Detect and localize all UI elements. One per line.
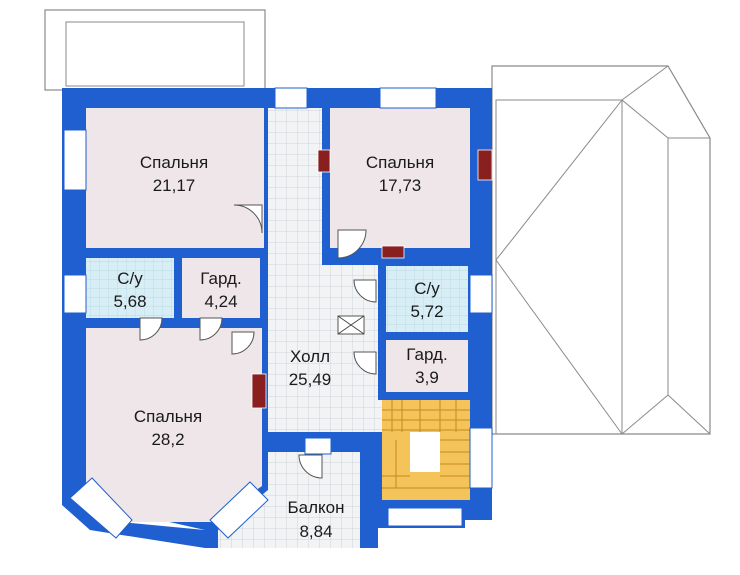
hall-floor (268, 108, 470, 432)
wardrobe-2-name: Гард. (406, 345, 447, 364)
bedroom-2-name: Спальня (366, 153, 434, 172)
room-wardrobe-2 (386, 340, 468, 392)
bedroom-3-area: 28,2 (151, 430, 184, 449)
hall-area: 25,49 (289, 370, 332, 389)
windows (63, 87, 493, 539)
chimneys (251, 149, 493, 409)
hall-name: Холл (290, 347, 330, 366)
wardrobe-1-name: Гард. (200, 269, 241, 288)
bedroom-1-name: Спальня (140, 153, 208, 172)
bath-1-area: 5,68 (113, 292, 146, 311)
balcony-name: Балкон (287, 498, 344, 517)
bath-2-area: 5,72 (410, 302, 443, 321)
room-bedroom-1 (86, 108, 264, 248)
room-bath-2 (386, 266, 468, 332)
wardrobe-2-area: 3,9 (415, 368, 439, 387)
roof-canopy-top (44, 9, 266, 91)
room-bedroom-2 (330, 108, 470, 248)
wardrobe-1-area: 4,24 (204, 292, 237, 311)
room-bath-1 (86, 258, 174, 318)
bedroom-1-area: 21,17 (153, 176, 196, 195)
ceiling-hatch (337, 315, 365, 335)
balcony-area: 8,84 (299, 522, 332, 541)
bedroom-3-name: Спальня (134, 407, 202, 426)
bath-2-name: С/у (414, 279, 440, 298)
bath-1-name: С/у (117, 269, 143, 288)
staircase (382, 400, 470, 500)
room-bedroom-3 (86, 328, 262, 522)
roof-right (491, 65, 711, 435)
doors (139, 204, 377, 479)
bedroom-2-area: 17,73 (379, 176, 422, 195)
balcony-floor (218, 437, 360, 548)
room-wardrobe-1 (182, 258, 260, 318)
